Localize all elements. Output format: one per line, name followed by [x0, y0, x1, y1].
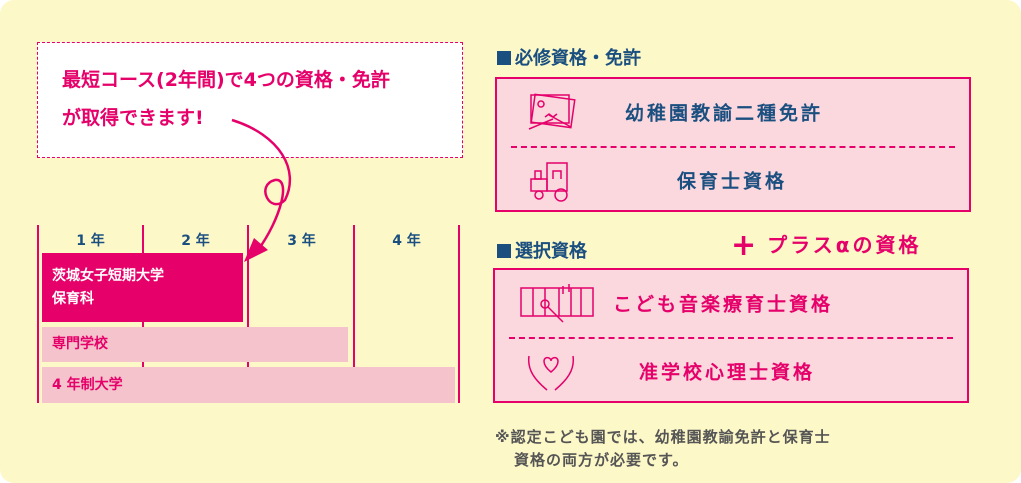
year-label: 4 年 — [392, 233, 421, 249]
hands-heart-icon — [527, 355, 575, 391]
bar-junior-college: 茨城女子短期大学 保育科 — [42, 253, 243, 322]
plus-icon: + — [731, 228, 760, 263]
square-icon — [497, 51, 511, 65]
required-heading: 必修資格・免許 — [497, 44, 641, 70]
callout-line-1: 最短コース(2年間)で4つの資格・免許 — [62, 69, 390, 91]
list-item: 准学校心理士資格 — [495, 338, 967, 404]
year-label: 2 年 — [181, 233, 210, 249]
item-label: 准学校心理士資格 — [639, 361, 816, 384]
bar-label: 茨城女子短期大学 — [52, 268, 164, 284]
bar-university: 4 年制大学 — [42, 367, 455, 403]
required-box: 幼稚園教諭二種免許 保育士資格 — [495, 77, 971, 212]
bar-label: 保育科 — [52, 291, 94, 307]
note-line-1: ※認定こども園では、幼稚園教諭免許と保育士 — [495, 428, 831, 446]
plus-alpha-label: +プラスαの資格 — [731, 228, 922, 263]
drawing-icon — [528, 93, 576, 130]
toy-train-icon — [530, 162, 568, 202]
list-item: こども音楽療育士資格 — [495, 270, 967, 336]
optional-box: こども音楽療育士資格 准学校心理士資格 — [493, 268, 969, 403]
bar-vocational-school: 専門学校 — [42, 327, 348, 362]
curved-arrow-icon — [231, 118, 292, 262]
item-label: 幼稚園教諭二種免許 — [625, 102, 824, 125]
item-label: 保育士資格 — [677, 170, 788, 193]
year-label: 1 年 — [76, 233, 105, 249]
optional-heading: 選択資格 — [497, 237, 587, 263]
note-line-2: 資格の両方が必要です。 — [514, 451, 689, 469]
list-item: 幼稚園教諭二種免許 — [497, 79, 969, 145]
callout-box: 最短コース(2年間)で4つの資格・免許 が取得できます! — [37, 42, 463, 158]
xylophone-icon — [520, 284, 594, 323]
callout-line-2: が取得できます! — [62, 107, 204, 129]
square-icon — [497, 244, 511, 258]
item-label: こども音楽療育士資格 — [613, 293, 834, 316]
list-item: 保育士資格 — [497, 147, 969, 213]
year-label: 3 年 — [287, 233, 316, 249]
